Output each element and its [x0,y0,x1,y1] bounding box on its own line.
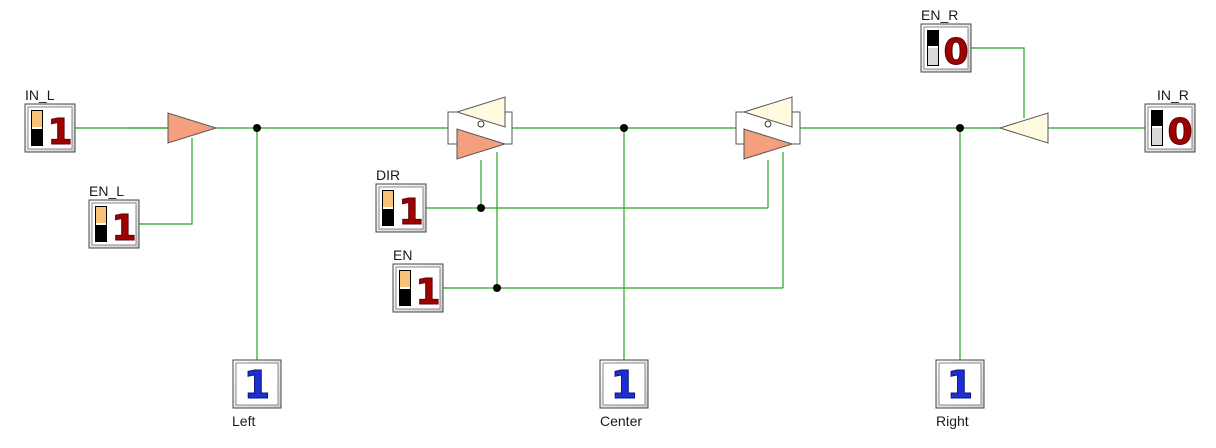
center-output-label: Center [600,413,642,429]
en-l-value: 1 [111,208,136,249]
left-output-value: 1 [244,363,270,407]
in-l-label: IN_L [25,87,55,103]
right-output-label: Right [936,413,969,429]
center-output-value: 1 [611,363,637,407]
transceiver-1[interactable] [447,96,513,160]
junction-left [253,124,261,132]
input-switch-in-r[interactable] [1144,103,1196,153]
wire-en-l [138,138,193,225]
junction-dir [477,204,485,212]
wires [75,47,1145,360]
output-probe-center [599,359,649,409]
junction-en [493,284,501,292]
en-l-label: EN_L [89,183,124,199]
junction-center [620,124,628,132]
input-switch-en-l[interactable] [88,199,140,249]
en-r-value: 0 [943,32,968,73]
junction-right [956,124,964,132]
input-switch-in-l[interactable] [24,103,76,153]
input-switch-en-r[interactable] [920,23,972,73]
left-output-label: Left [232,413,255,429]
dir-label: DIR [376,167,400,183]
en-r-label: EN_R [921,7,958,23]
junctions [253,124,964,292]
in-l-value: 1 [47,112,72,153]
wire-en-r [970,47,1025,118]
right-output-value: 1 [947,363,973,407]
right-tristate-buffer[interactable] [998,112,1049,144]
left-tristate-buffer[interactable] [130,112,218,144]
input-switch-en[interactable] [392,263,444,313]
in-r-value: 0 [1167,112,1192,153]
en-label: EN [393,247,412,263]
en-value: 1 [415,272,440,313]
dir-value: 1 [398,192,423,233]
output-probe-right [935,359,985,409]
output-probe-left [232,359,282,409]
transceiver-2[interactable] [735,96,801,160]
input-switch-dir[interactable] [375,183,427,233]
in-r-label: IN_R [1157,87,1189,103]
